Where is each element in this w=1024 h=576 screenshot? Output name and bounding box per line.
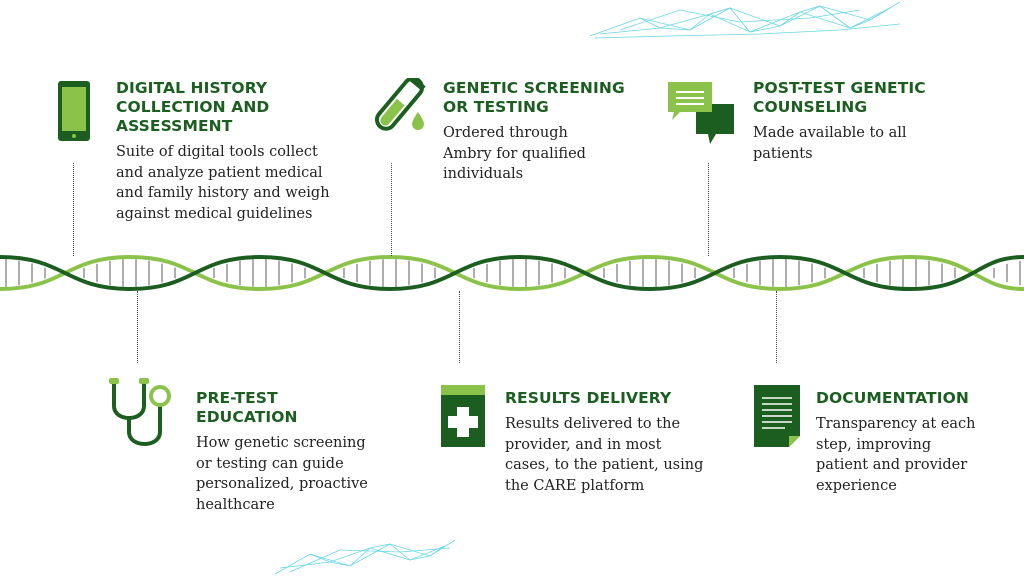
stethoscope-icon [109,378,171,446]
connector-step-5 [708,163,709,256]
network-decoration-bottom [274,539,456,575]
helix-rungs [5,259,1021,287]
step-description: Ordered through Ambry for qualified indi… [443,125,586,182]
step-description: Results delivered to the provider, and i… [505,416,704,494]
connector-step-3 [391,163,392,256]
step-results-delivery: RESULTS DELIVERY Results delivered to th… [505,389,715,496]
helix-strand-light [0,254,1024,292]
step-title: RESULTS DELIVERY [505,389,672,407]
smartphone-icon [58,81,90,141]
helix-strand-dark [0,254,1024,292]
step-title: DIGITAL HISTORY COLLECTION AND ASSESSMEN… [116,79,270,135]
step-title: PRE-TEST EDUCATION [196,389,298,426]
step-documentation: DOCUMENTATION Transparency at each step,… [816,389,1006,496]
connector-step-2 [137,291,138,363]
step-title: GENETIC SCREENING OR TESTING [443,79,625,116]
document-icon [754,385,800,447]
connector-step-6 [776,291,777,363]
medical-envelope-icon [441,385,485,447]
step-genetic-screening: GENETIC SCREENING OR TESTING Ordered thr… [443,79,633,185]
step-description: Made available to all patients [753,125,907,162]
step-title: DOCUMENTATION [816,389,969,407]
step-post-test-counseling: POST-TEST GENETIC COUNSELING Made availa… [753,79,943,164]
test-tube-icon [375,78,426,131]
step-digital-history: DIGITAL HISTORY COLLECTION AND ASSESSMEN… [116,79,346,224]
step-pre-test-education: PRE-TEST EDUCATION How genetic screening… [196,389,386,515]
step-description: How genetic screening or testing can gui… [196,435,368,513]
chat-bubbles-icon [668,82,734,144]
step-description: Transparency at each step, improving pat… [816,416,976,494]
connector-step-4 [459,291,460,363]
network-decoration-top [589,1,901,39]
step-title: POST-TEST GENETIC COUNSELING [753,79,926,116]
connector-step-1 [73,163,74,256]
step-description: Suite of digital tools collect and analy… [116,144,330,222]
